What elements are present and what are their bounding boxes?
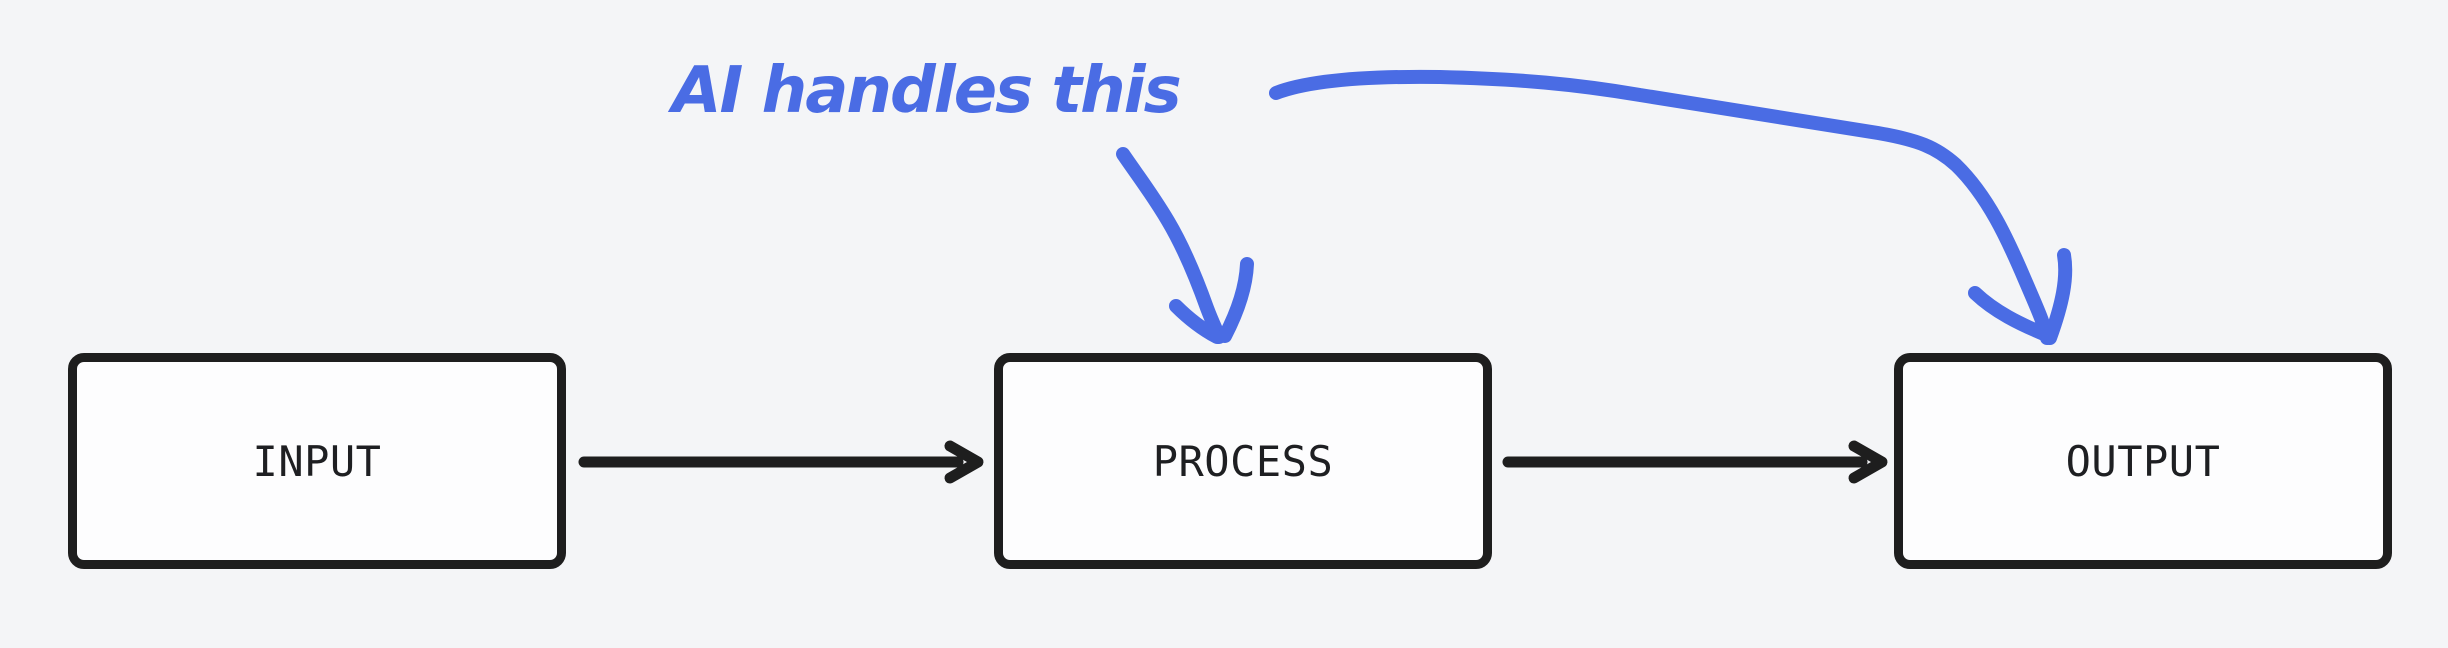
flow-node-input[interactable]: INPUT: [68, 353, 566, 569]
arrowhead-icon: [1848, 440, 1888, 484]
flow-node-output-label: OUTPUT: [2065, 436, 2221, 486]
annotation-arrowhead-left-barb: [1169, 299, 1224, 344]
annotation-arrowhead-left-barb: [1968, 286, 2051, 341]
flow-node-process[interactable]: PROCESS: [994, 353, 1492, 569]
annotation-arrow-to-output[interactable]: [1269, 69, 2073, 345]
arrowhead-icon: [944, 440, 984, 484]
arrow-input-to-process: [578, 440, 984, 484]
annotation-text[interactable]: AI handles this: [672, 54, 1182, 128]
flow-node-output[interactable]: OUTPUT: [1894, 353, 2392, 569]
annotation-arrow-shaft: [1116, 147, 1226, 344]
annotation-curve-shaft: [1269, 69, 2054, 345]
annotation-arrowhead-right-barb: [1218, 257, 1254, 343]
flow-node-input-label: INPUT: [252, 436, 382, 486]
annotation-arrow-to-process[interactable]: [1116, 147, 1254, 344]
annotation-arrowhead-right-barb: [2043, 248, 2073, 345]
arrow-process-to-output: [1502, 440, 1888, 484]
flow-node-process-label: PROCESS: [1152, 436, 1334, 486]
